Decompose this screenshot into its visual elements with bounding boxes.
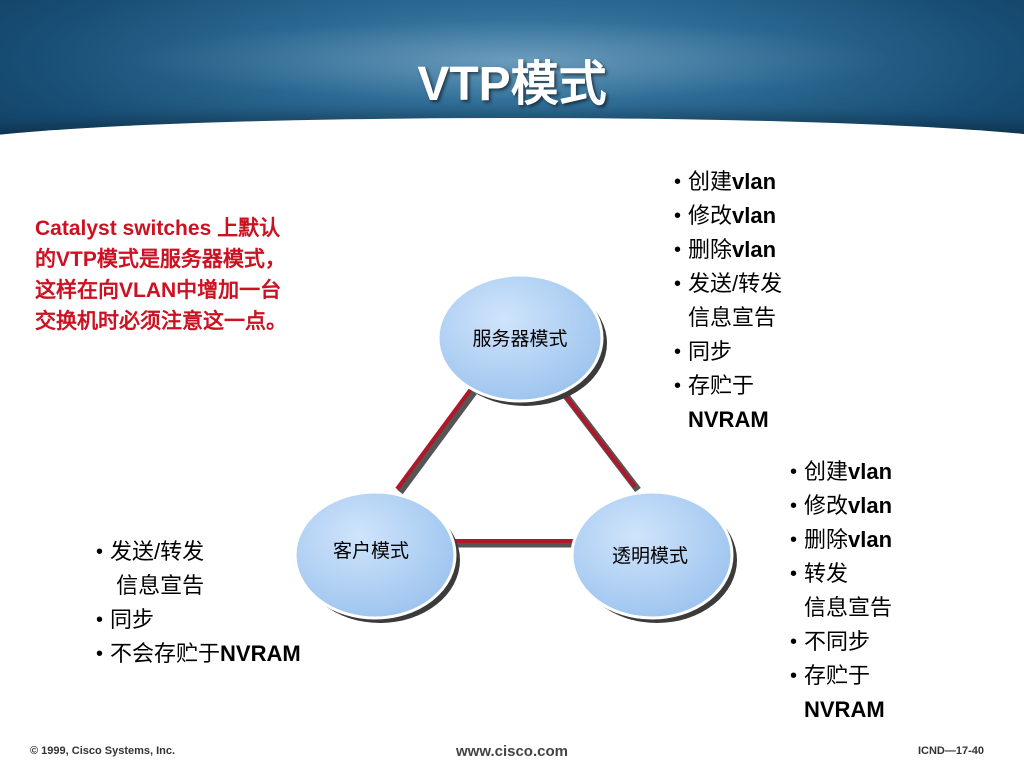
note-line: 这样在向VLAN中增加一台 xyxy=(35,279,282,302)
list-item: 不同步 xyxy=(790,625,892,659)
list-item: 创建vlan xyxy=(674,165,782,199)
slide-title: VTP模式 xyxy=(417,58,607,111)
server-mode-features: 创建vlan 修改vlan 删除vlan 发送/转发 信息宣告 同步 存贮于 N… xyxy=(674,165,782,437)
footer-copyright: © 1999, Cisco Systems, Inc. xyxy=(30,745,176,757)
list-item: 修改vlan xyxy=(790,489,892,523)
server-mode-node: 服务器模式 xyxy=(436,273,607,406)
default-mode-note: Catalyst switches 上默认 的VTP模式是服务器模式， 这样在向… xyxy=(35,213,375,337)
list-item: 存贮于 NVRAM xyxy=(790,659,892,727)
list-item: 存贮于 NVRAM xyxy=(674,369,782,437)
client-mode-node: 客户模式 xyxy=(293,490,460,623)
transparent-mode-label: 透明模式 xyxy=(612,545,688,567)
list-item: 创建vlan xyxy=(790,455,892,489)
footer-slide-id: ICND—17-40 xyxy=(917,745,984,757)
header-sheen xyxy=(120,20,900,100)
list-item: 发送/转发 信息宣告 xyxy=(674,267,782,335)
note-line: 的VTP模式是服务器模式， xyxy=(35,248,286,271)
footer-url: www.cisco.com xyxy=(456,743,568,760)
transparent-mode-features: 创建vlan 修改vlan 删除vlan 转发 信息宣告 不同步 存贮于 NVR… xyxy=(790,455,892,727)
link-client-transparent xyxy=(453,539,582,548)
list-item: 发送/转发 信息宣告 xyxy=(96,535,301,603)
slide-header xyxy=(0,0,1024,150)
list-item: 删除vlan xyxy=(674,233,782,267)
list-item: 删除vlan xyxy=(790,523,892,557)
note-line: Catalyst switches 上默认 xyxy=(35,217,281,240)
server-mode-label: 服务器模式 xyxy=(472,328,567,350)
list-item: 不会存贮于NVRAM xyxy=(96,637,301,671)
transparent-mode-node: 透明模式 xyxy=(570,490,737,623)
list-item: 转发 信息宣告 xyxy=(790,557,892,625)
client-mode-label: 客户模式 xyxy=(333,540,409,562)
header-wave xyxy=(0,118,1024,150)
list-item: 同步 xyxy=(96,603,301,637)
link-server-transparent xyxy=(558,387,641,493)
list-item: 同步 xyxy=(674,335,782,369)
client-mode-features: 发送/转发 信息宣告 同步 不会存贮于NVRAM xyxy=(96,535,301,671)
note-line: 交换机时必须注意这一点。 xyxy=(35,310,287,333)
list-item: 修改vlan xyxy=(674,199,782,233)
link-server-client xyxy=(395,387,477,495)
